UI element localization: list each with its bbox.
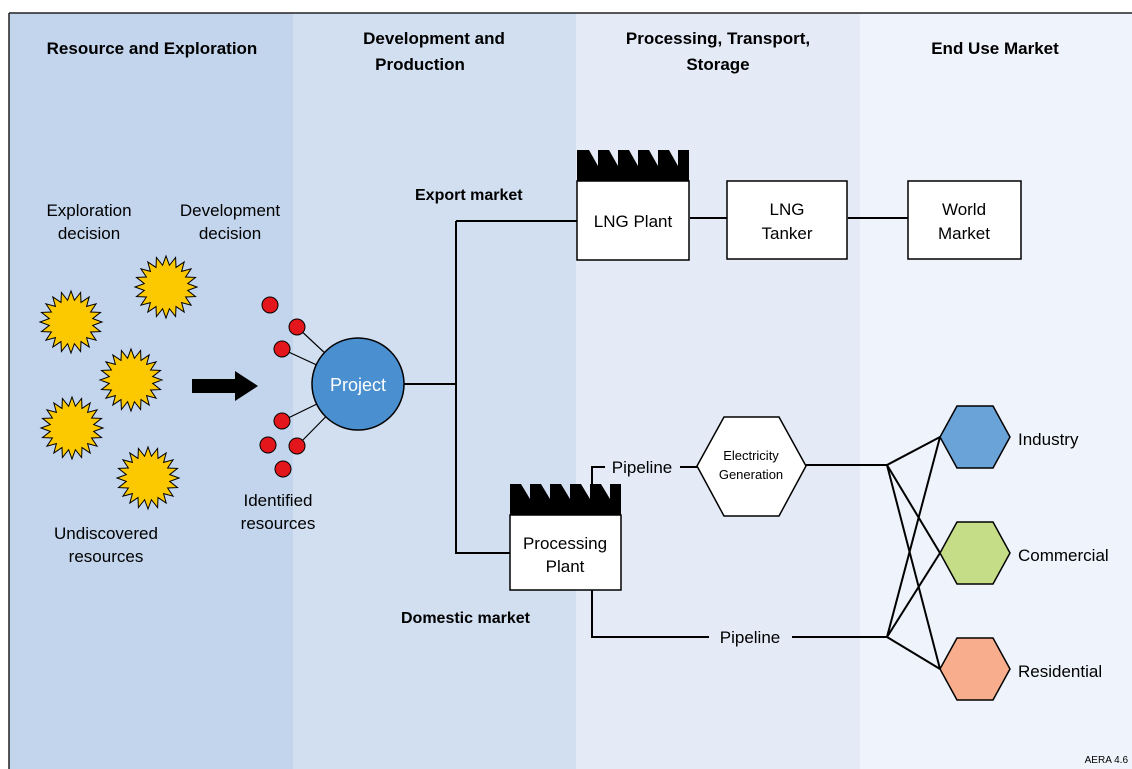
- lng-tanker-label-line2: Tanker: [761, 224, 812, 243]
- hub-line: [886, 464, 941, 670]
- arrow-icon: [192, 371, 258, 401]
- hub-line: [886, 436, 941, 638]
- column-processing-transport-background: [576, 13, 860, 769]
- column-header-processing-line2: Storage: [686, 55, 749, 74]
- lng-tanker-box: [726, 180, 848, 260]
- starburst-icon: [38, 289, 104, 355]
- domestic-market-label: Domestic market: [401, 610, 531, 627]
- project-label: Project: [330, 375, 386, 395]
- column-header-resource-exploration: Resource and Exploration: [47, 39, 258, 58]
- market-split-line: [455, 221, 510, 554]
- column-header-processing-line1: Processing, Transport,: [626, 29, 810, 48]
- resource-dot-icon: [261, 296, 279, 314]
- starburst-icon: [98, 347, 164, 413]
- undiscovered-resources-line1: Undiscovered: [54, 524, 158, 543]
- pipeline-lower-left-line: [591, 590, 709, 638]
- export-market-label: Export market: [415, 187, 523, 204]
- starburst-icon: [115, 445, 181, 511]
- starburst-icon: [39, 395, 105, 461]
- lng-tanker-label-line1: LNG: [770, 200, 805, 219]
- column-header-development-line2: Production: [375, 55, 465, 74]
- world-market-label-line1: World: [942, 200, 986, 219]
- identified-resources-group: [259, 296, 306, 478]
- resource-dot-icon: [274, 460, 292, 478]
- resource-dot-icon: [259, 436, 277, 454]
- commercial-node: [939, 521, 1011, 585]
- exploration-decision-line2: decision: [58, 224, 120, 243]
- resource-dot-icon: [273, 340, 291, 358]
- residential-label: Residential: [1018, 662, 1102, 681]
- exploration-decision-line1: Exploration: [46, 201, 131, 220]
- industry-node: [939, 405, 1011, 469]
- resource-dot-icon: [288, 318, 306, 336]
- electricity-generation-label-line2: Generation: [719, 467, 783, 482]
- world-market-label-line2: Market: [938, 224, 990, 243]
- pipeline-label-upper: Pipeline: [612, 458, 673, 477]
- hub-line: [886, 552, 941, 638]
- lng-plant-label: LNG Plant: [594, 212, 673, 231]
- undiscovered-resources-group: [38, 254, 199, 511]
- hub-line: [886, 636, 941, 670]
- figure-id-label: AERA 4.6: [1085, 755, 1129, 766]
- development-decision-line2: decision: [199, 224, 261, 243]
- undiscovered-resources-line2: resources: [69, 547, 144, 566]
- column-header-development-line1: Development and: [363, 29, 505, 48]
- electricity-generation-node: [696, 416, 807, 517]
- development-decision-line1: Development: [180, 201, 280, 220]
- column-header-end-use-market: End Use Market: [931, 39, 1059, 58]
- hub-line: [886, 464, 941, 554]
- hub-line: [886, 436, 941, 466]
- identified-resources-line2: resources: [241, 514, 316, 533]
- starburst-icon: [133, 254, 199, 320]
- residential-node: [939, 637, 1011, 701]
- processing-plant-label-line1: Processing: [523, 534, 607, 553]
- industry-label: Industry: [1018, 430, 1079, 449]
- world-market-box: [907, 180, 1022, 260]
- resource-dot-icon: [288, 437, 306, 455]
- processing-plant-box: [509, 514, 622, 591]
- identified-resources-line1: Identified: [244, 491, 313, 510]
- pipeline-label-background: [709, 627, 792, 647]
- lng-plant-box: [576, 180, 690, 261]
- pipeline-label-background: [605, 457, 680, 477]
- electricity-generation-label-line1: Electricity: [723, 448, 779, 463]
- processing-plant-label-line2: Plant: [546, 557, 585, 576]
- project-node: [311, 337, 405, 431]
- commercial-label: Commercial: [1018, 546, 1109, 565]
- pipeline-label-lower: Pipeline: [720, 628, 781, 647]
- resource-dot-icon: [273, 412, 291, 430]
